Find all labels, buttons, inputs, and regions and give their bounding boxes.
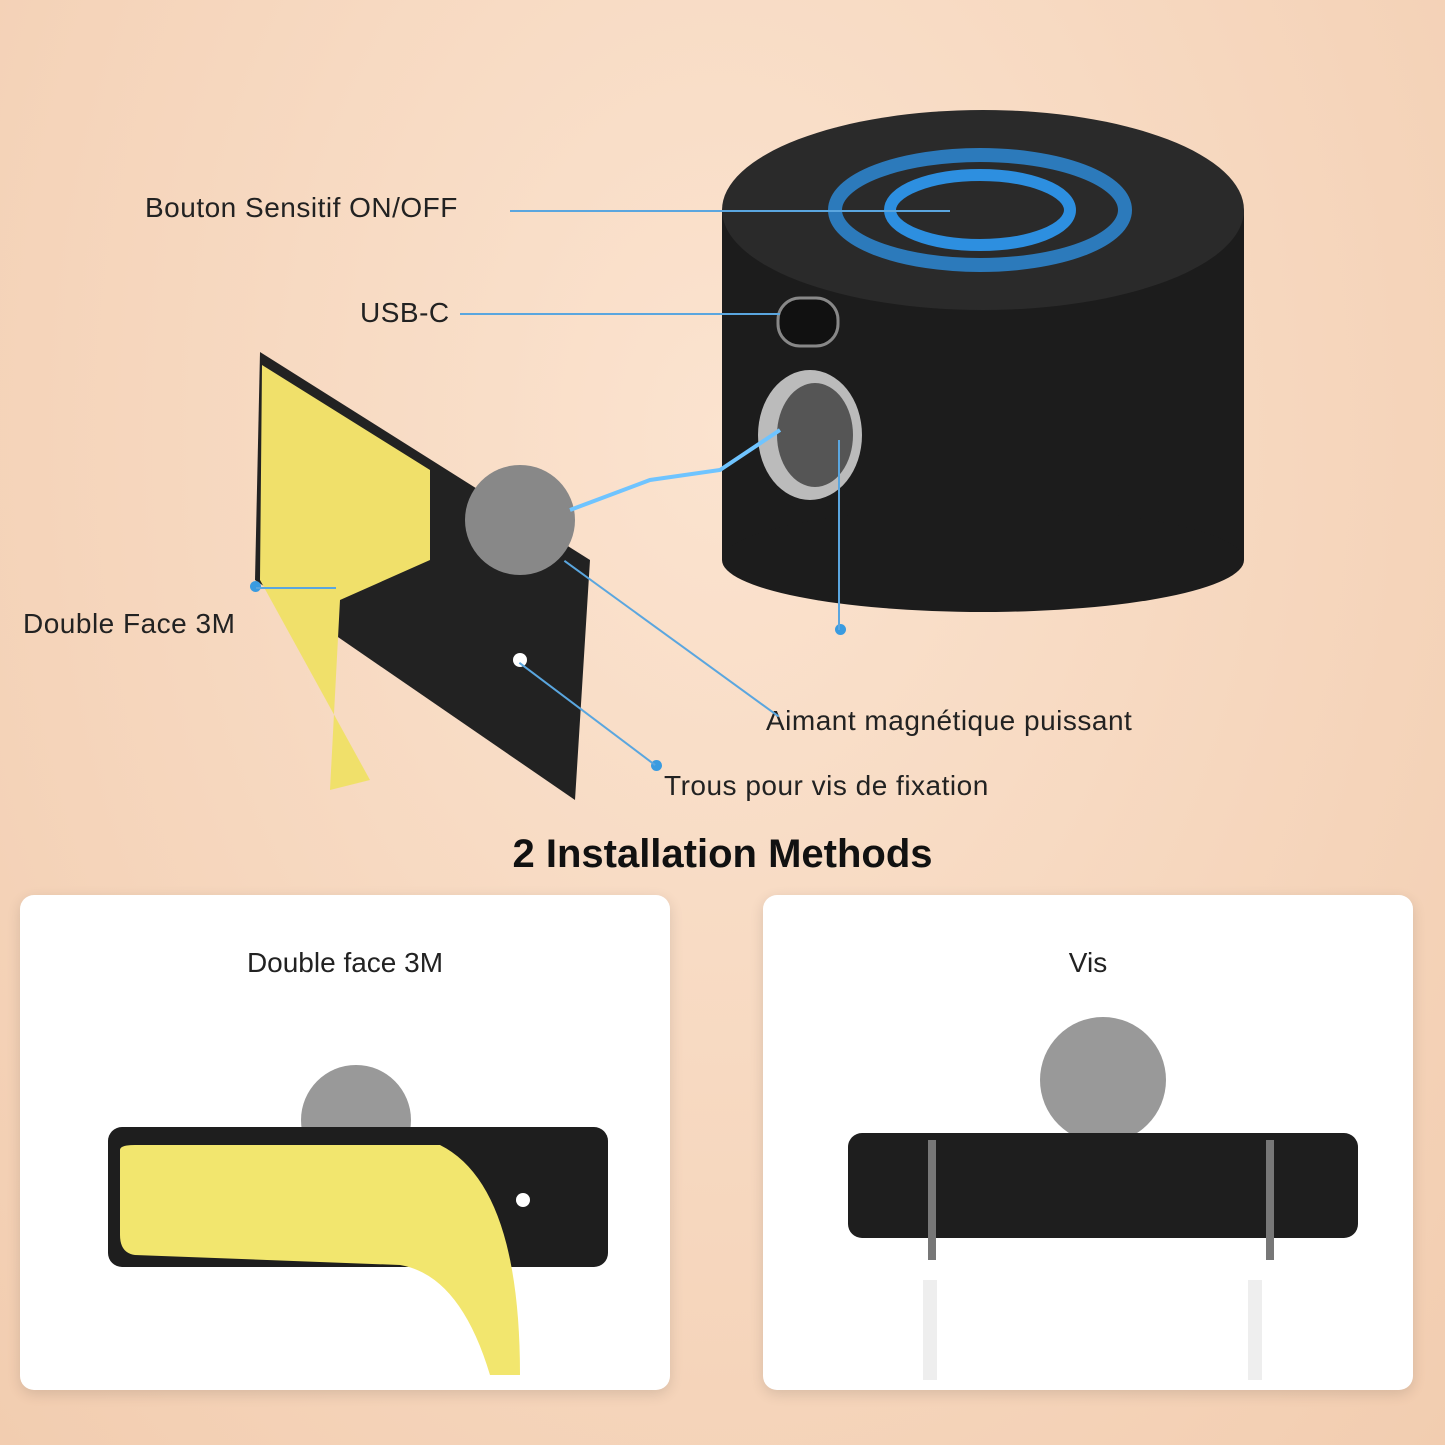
label-usb-c: USB-C xyxy=(360,297,450,328)
adhesive-mount-image xyxy=(108,1065,608,1375)
card-label: Double face 3M xyxy=(246,947,444,978)
section-title: 2 Installation Methods xyxy=(512,832,933,876)
label-touch-button: Bouton Sensitif ON/OFF xyxy=(145,192,458,223)
card-adhesive: Double face 3M xyxy=(20,895,670,1390)
card-label: Vis xyxy=(1068,947,1108,978)
screw-mount-image xyxy=(848,1017,1358,1380)
label-screw-holes: Trous pour vis de fixation xyxy=(664,770,989,801)
label-double-face: Double Face 3M xyxy=(23,608,236,639)
label-magnet: Aimant magnétique puissant xyxy=(766,705,1133,736)
device-illustration xyxy=(255,110,1244,800)
card-screws: Vis xyxy=(763,895,1413,1390)
